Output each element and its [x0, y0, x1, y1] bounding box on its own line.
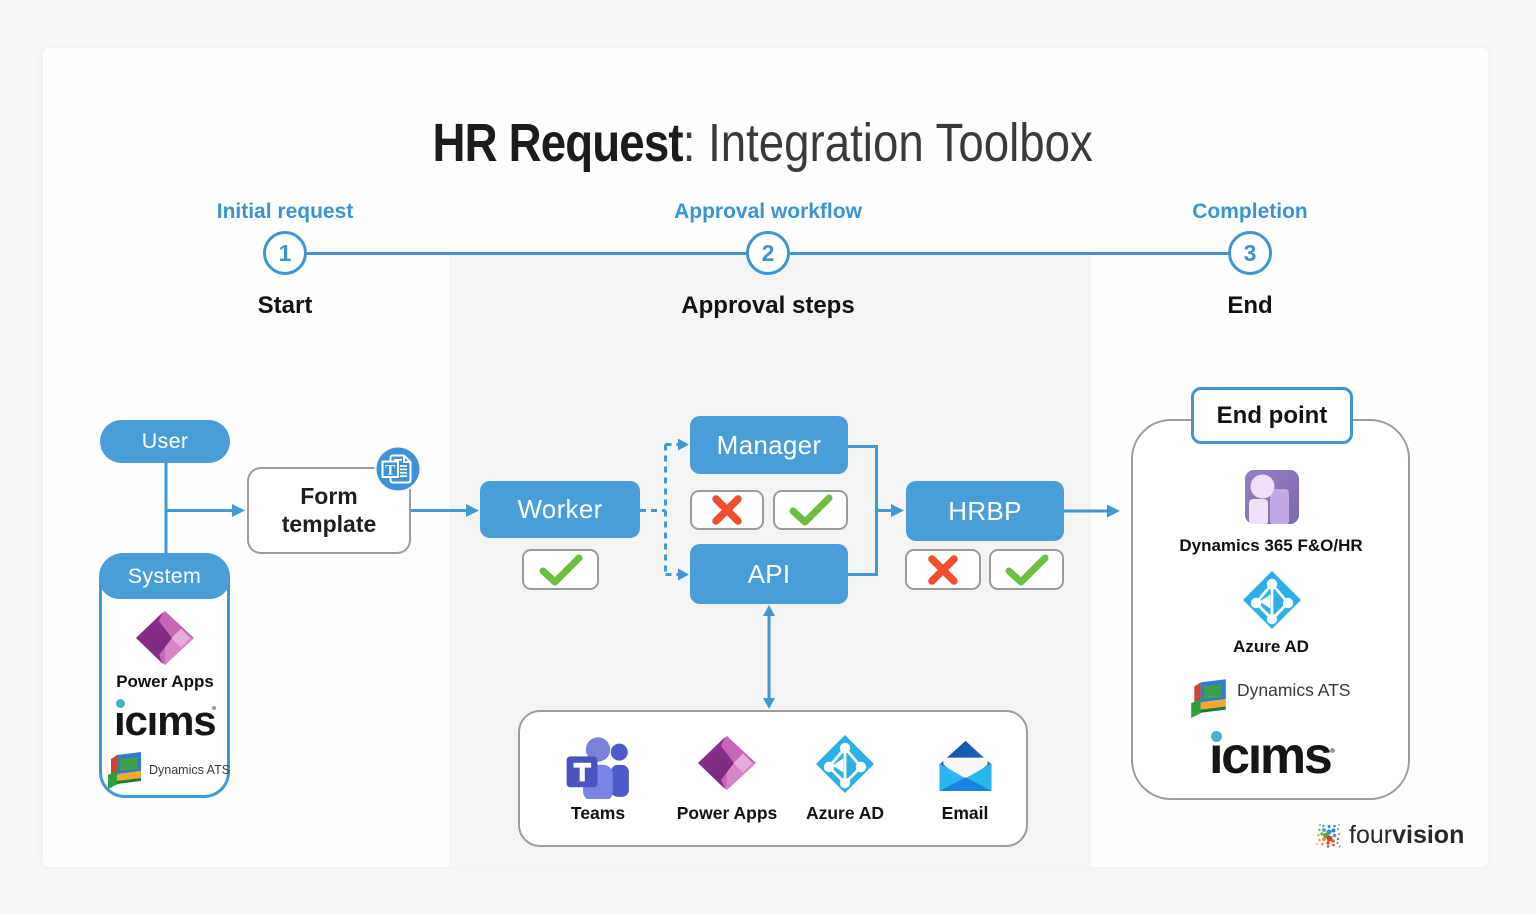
svg-text:T: T [385, 463, 395, 479]
